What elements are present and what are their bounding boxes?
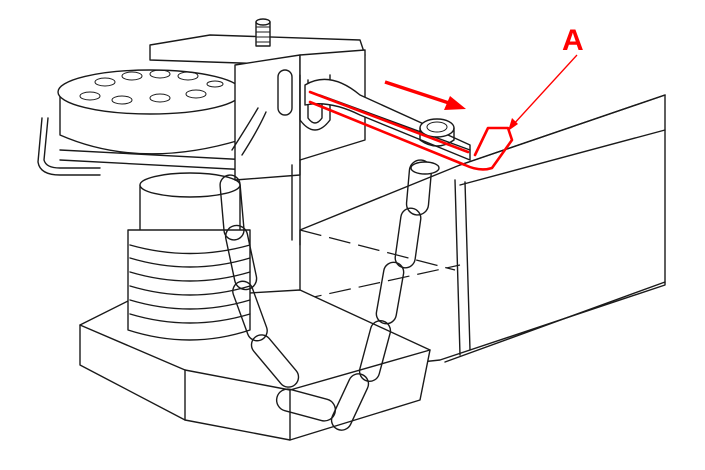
callout-label-a: A <box>562 24 584 57</box>
rotating-disc <box>57 69 243 155</box>
jack-bellows <box>127 172 251 341</box>
callout-leader <box>508 54 578 131</box>
direction-arrow <box>384 80 466 110</box>
highlighted-pin <box>308 90 514 171</box>
bracket-slots <box>277 69 331 131</box>
threaded-stud <box>255 18 271 47</box>
lever-bolt <box>419 118 455 147</box>
chain <box>219 107 440 431</box>
